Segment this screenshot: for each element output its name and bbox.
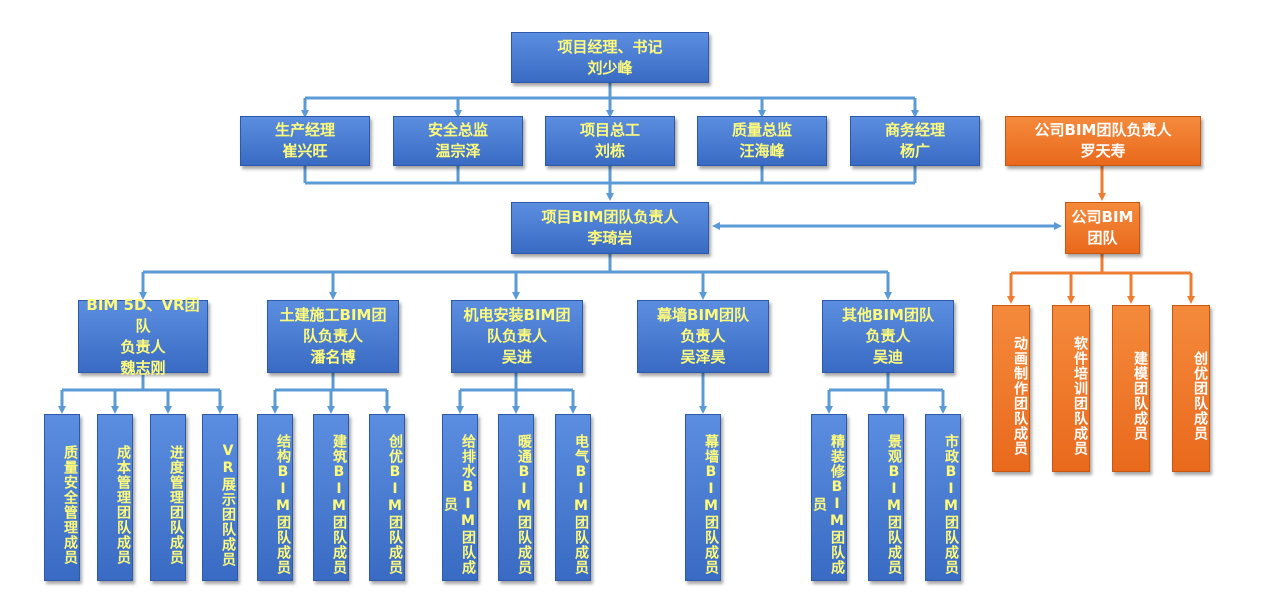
manager-box: 安全总监 温宗泽: [393, 116, 523, 166]
member-label: 给排水BIM团队成员: [442, 434, 476, 575]
member-label: 创优BIM团队成员: [387, 434, 403, 575]
member-label: 建筑BIM团队成员: [331, 434, 347, 575]
team-lead-name: 吴迪: [872, 348, 903, 366]
manager-box: 生产经理 崔兴旺: [240, 116, 370, 166]
member-label: VR展示团队成员: [220, 442, 236, 567]
company-lead-name: 罗天寿: [1080, 142, 1126, 160]
team-lead-line2: 队负责人: [302, 327, 363, 345]
member-label: 幕墙BIM团队成员: [703, 434, 719, 575]
member-label: 电气BIM团队成员: [573, 434, 589, 575]
company-team-line1: 公司BIM: [1071, 208, 1134, 226]
manager-title: 项目总工: [579, 121, 640, 139]
company-member-label: 动画制作团队成员: [1012, 335, 1028, 456]
member-box: 建筑BIM团队成员: [313, 414, 349, 581]
manager-name: 崔兴旺: [282, 142, 328, 160]
manager-title: 质量总监: [731, 121, 792, 139]
member-box: VR展示团队成员: [202, 414, 238, 581]
member-label: 景观BIM团队成员: [886, 434, 902, 575]
member-label: 结构BIM团队成员: [275, 434, 291, 575]
team-lead-line1: BIM 5D、VR团队: [86, 295, 200, 335]
team-lead-name: 吴泽昊: [680, 348, 726, 366]
project-bim-box: 项目BIM团队负责人 李琦岩: [511, 202, 709, 254]
team-lead-line1: 机电安装BIM团: [463, 306, 571, 324]
team-lead-name: 潘名博: [310, 348, 356, 366]
company-member-box: 建模团队成员: [1112, 305, 1150, 472]
member-box: 创优BIM团队成员: [369, 414, 405, 581]
member-label: 市政BIM团队成员: [943, 434, 959, 575]
member-box: 结构BIM团队成员: [257, 414, 293, 581]
company-member-label: 软件培训团队成员: [1072, 335, 1088, 456]
company-team-box: 公司BIM 团队: [1065, 202, 1140, 254]
team-lead-line2: 队负责人: [486, 327, 547, 345]
member-label: 成本管理团队成员: [115, 444, 131, 565]
member-box: 质量安全管理成员: [44, 414, 80, 581]
team-lead-box: 幕墙BIM团队 负责人 吴泽昊: [637, 300, 769, 373]
team-lead-name: 魏志刚: [120, 358, 166, 377]
manager-title: 生产经理: [274, 121, 335, 139]
team-lead-box: 土建施工BIM团 队负责人 潘名博: [267, 300, 399, 373]
member-box: 暖通BIM团队成员: [498, 414, 534, 581]
team-lead-box: 其他BIM团队 负责人 吴迪: [822, 300, 954, 373]
member-label: 精装修BIM团队成员: [811, 434, 845, 575]
member-label: 暖通BIM团队成员: [516, 434, 532, 575]
member-box: 市政BIM团队成员: [925, 414, 961, 581]
manager-name: 温宗泽: [435, 142, 481, 160]
member-box: 进度管理团队成员: [150, 414, 186, 581]
company-member-label: 建模团队成员: [1132, 350, 1148, 441]
team-lead-line2: 负责人: [120, 337, 166, 356]
manager-name: 汪海峰: [739, 142, 785, 160]
pm-title: 项目经理、书记: [557, 37, 663, 56]
company-team-line2: 团队: [1087, 229, 1118, 247]
company-member-box: 创优团队成员: [1172, 305, 1210, 472]
member-box: 成本管理团队成员: [97, 414, 133, 581]
team-lead-line1: 土建施工BIM团: [279, 306, 387, 324]
member-box: 给排水BIM团队成员: [442, 414, 478, 581]
manager-box: 项目总工 刘栋: [545, 116, 675, 166]
member-label: 进度管理团队成员: [168, 444, 184, 565]
company-member-box: 软件培训团队成员: [1052, 305, 1090, 472]
member-label: 质量安全管理成员: [62, 444, 78, 565]
manager-box: 质量总监 汪海峰: [697, 116, 827, 166]
project-bim-title: 项目BIM团队负责人: [541, 208, 679, 226]
project-bim-name: 李琦岩: [587, 229, 633, 247]
team-lead-line1: 其他BIM团队: [842, 306, 934, 324]
team-lead-box: BIM 5D、VR团队 负责人 魏志刚: [78, 296, 208, 377]
member-box: 景观BIM团队成员: [868, 414, 904, 581]
team-lead-line1: 幕墙BIM团队: [657, 306, 749, 324]
pm-box: 项目经理、书记 刘少峰: [511, 32, 709, 83]
pm-name: 刘少峰: [587, 58, 633, 77]
member-box: 精装修BIM团队成员: [811, 414, 847, 581]
team-lead-box: 机电安装BIM团 队负责人 吴进: [451, 300, 583, 373]
manager-title: 商务经理: [884, 121, 945, 139]
manager-name: 杨广: [899, 142, 930, 160]
company-lead-box: 公司BIM团队负责人 罗天寿: [1005, 116, 1201, 166]
manager-title: 安全总监: [427, 121, 488, 139]
manager-name: 刘栋: [594, 142, 625, 160]
team-lead-line2: 负责人: [865, 327, 911, 345]
company-lead-title: 公司BIM团队负责人: [1034, 121, 1172, 139]
member-box: 幕墙BIM团队成员: [685, 414, 721, 581]
manager-box: 商务经理 杨广: [850, 116, 980, 166]
member-box: 电气BIM团队成员: [555, 414, 591, 581]
team-lead-name: 吴进: [501, 348, 532, 366]
team-lead-line2: 负责人: [680, 327, 726, 345]
company-member-box: 动画制作团队成员: [992, 305, 1030, 472]
company-member-label: 创优团队成员: [1192, 350, 1208, 441]
